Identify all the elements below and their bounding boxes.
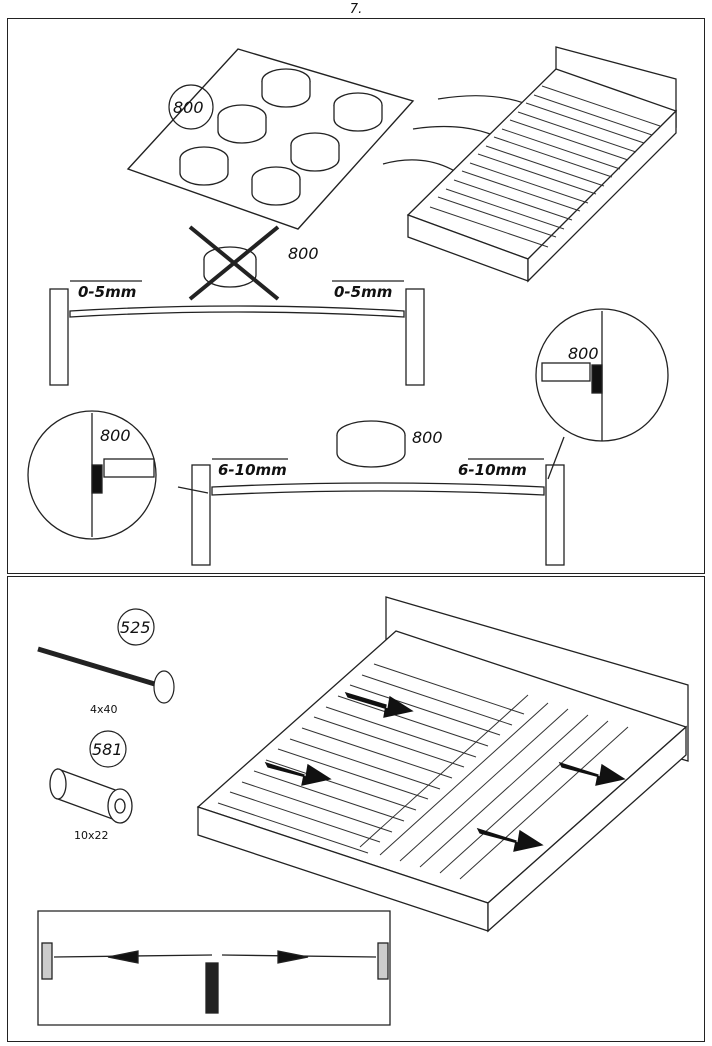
step-number: 7. [349,2,363,17]
slat-assembly-diagram: 525 4x40 581 10x22 [37,596,689,1026]
pad-code-label: 800 [173,98,204,117]
frame-section-wrong [49,280,425,386]
gap-label-right: 6-10mm [458,461,527,479]
panel-slat-assembly: 525 4x40 581 10x22 [7,576,705,1042]
detail-circle-right [535,308,669,480]
screw-code-label: 525 [120,618,151,637]
spacer-code-label: 581 [92,740,123,759]
gap-label-right: 0-5mm [334,283,392,301]
double-bed-illustration [196,596,689,933]
frame-section-correct [191,458,565,566]
pad-code-label: 800 [288,244,319,263]
pad-correct-illustration [336,420,406,468]
gap-label-left: 6-10mm [218,461,287,479]
spacer-illustration [49,768,133,824]
spacer-size-label: 10x22 [74,829,109,842]
pad-installation-diagram: 800 [27,46,678,566]
section-view-illustration [37,910,391,1026]
panel-pad-installation: 800 [7,18,705,574]
gap-label-left: 0-5mm [78,283,136,301]
pad-wrong-illustration [188,225,280,301]
bed-frame-illustration [406,46,678,283]
screw-size-label: 4x40 [90,703,118,716]
screw-illustration [37,646,175,704]
pad-code-label: 800 [568,344,599,363]
pad-code-label: 800 [412,428,443,447]
detail-circle-left [27,410,209,540]
pad-code-label: 800 [100,426,131,445]
pad-sheet-illustration [126,48,415,230]
